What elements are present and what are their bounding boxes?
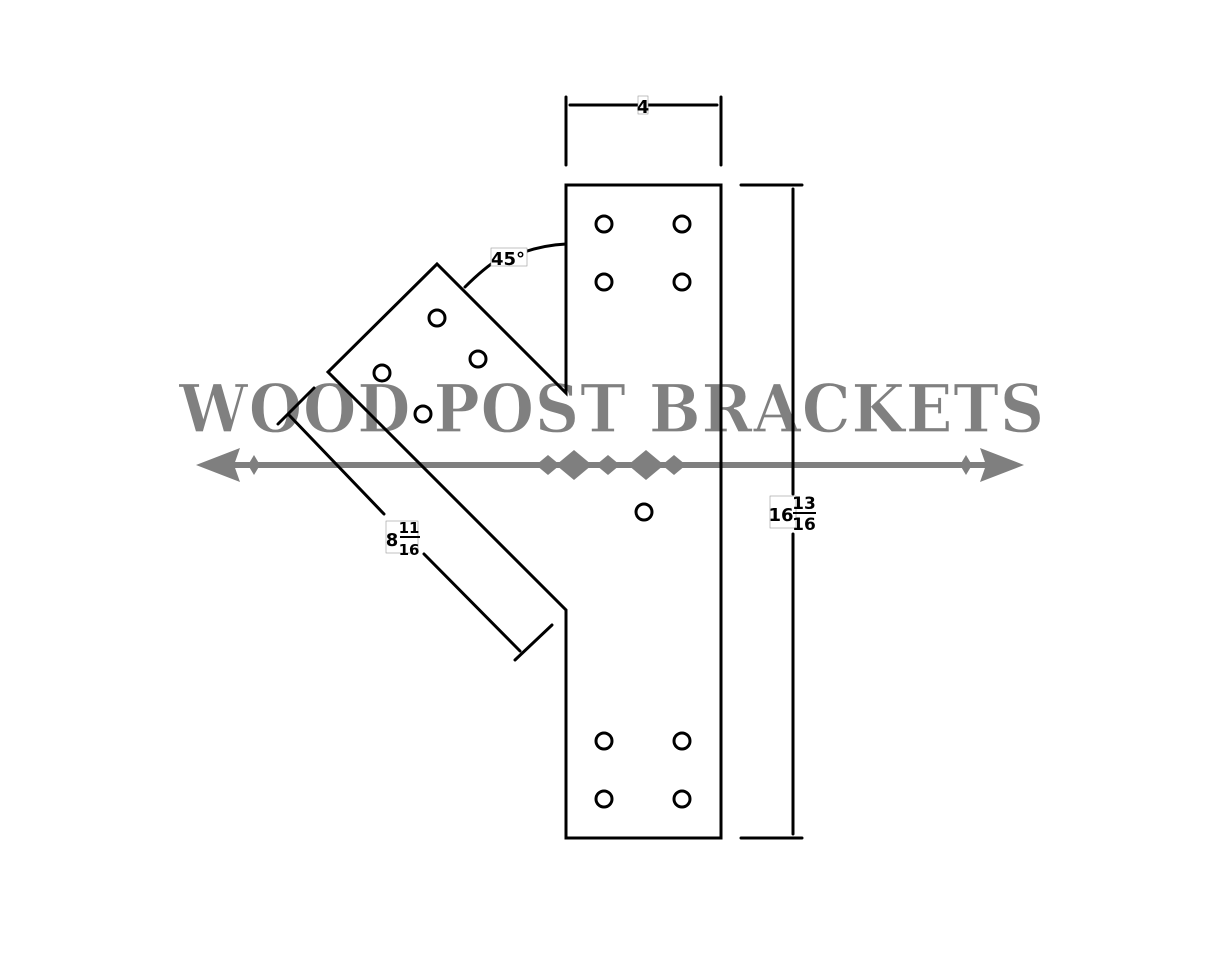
dimension-height-denominator: 16	[792, 515, 816, 535]
hole	[372, 363, 392, 383]
dimension-height: 16 13 16	[739, 183, 816, 840]
watermark-arrow-divider	[196, 448, 1024, 482]
hole	[634, 502, 654, 522]
watermark-title: WOOD POST BRACKETS	[178, 370, 1045, 448]
dimension-angle-label: 45°	[491, 249, 525, 270]
arrowhead-right-icon	[980, 448, 1024, 482]
dimension-arm-whole: 8	[386, 530, 399, 551]
hole	[594, 272, 614, 292]
hole	[672, 731, 692, 751]
hole	[413, 404, 433, 424]
hole	[427, 308, 447, 328]
bolt-holes	[372, 214, 692, 809]
dimension-height-whole: 16	[768, 505, 793, 526]
hole	[594, 789, 614, 809]
hole	[672, 214, 692, 234]
dimension-top-width: 4	[564, 95, 723, 167]
dimension-height-numerator: 13	[792, 494, 816, 514]
hole	[672, 272, 692, 292]
dimension-top-width-label: 4	[637, 97, 650, 118]
hole	[672, 789, 692, 809]
arrowhead-left-icon	[196, 448, 240, 482]
hole	[594, 214, 614, 234]
hole	[468, 349, 488, 369]
hole	[594, 731, 614, 751]
dimension-arm-length: 8 11 16	[276, 386, 554, 662]
dimension-angle: 45°	[463, 242, 568, 289]
bracket-outline	[325, 183, 723, 840]
dimension-arm-denominator: 16	[399, 541, 420, 559]
dimension-arm-numerator: 11	[399, 519, 420, 537]
